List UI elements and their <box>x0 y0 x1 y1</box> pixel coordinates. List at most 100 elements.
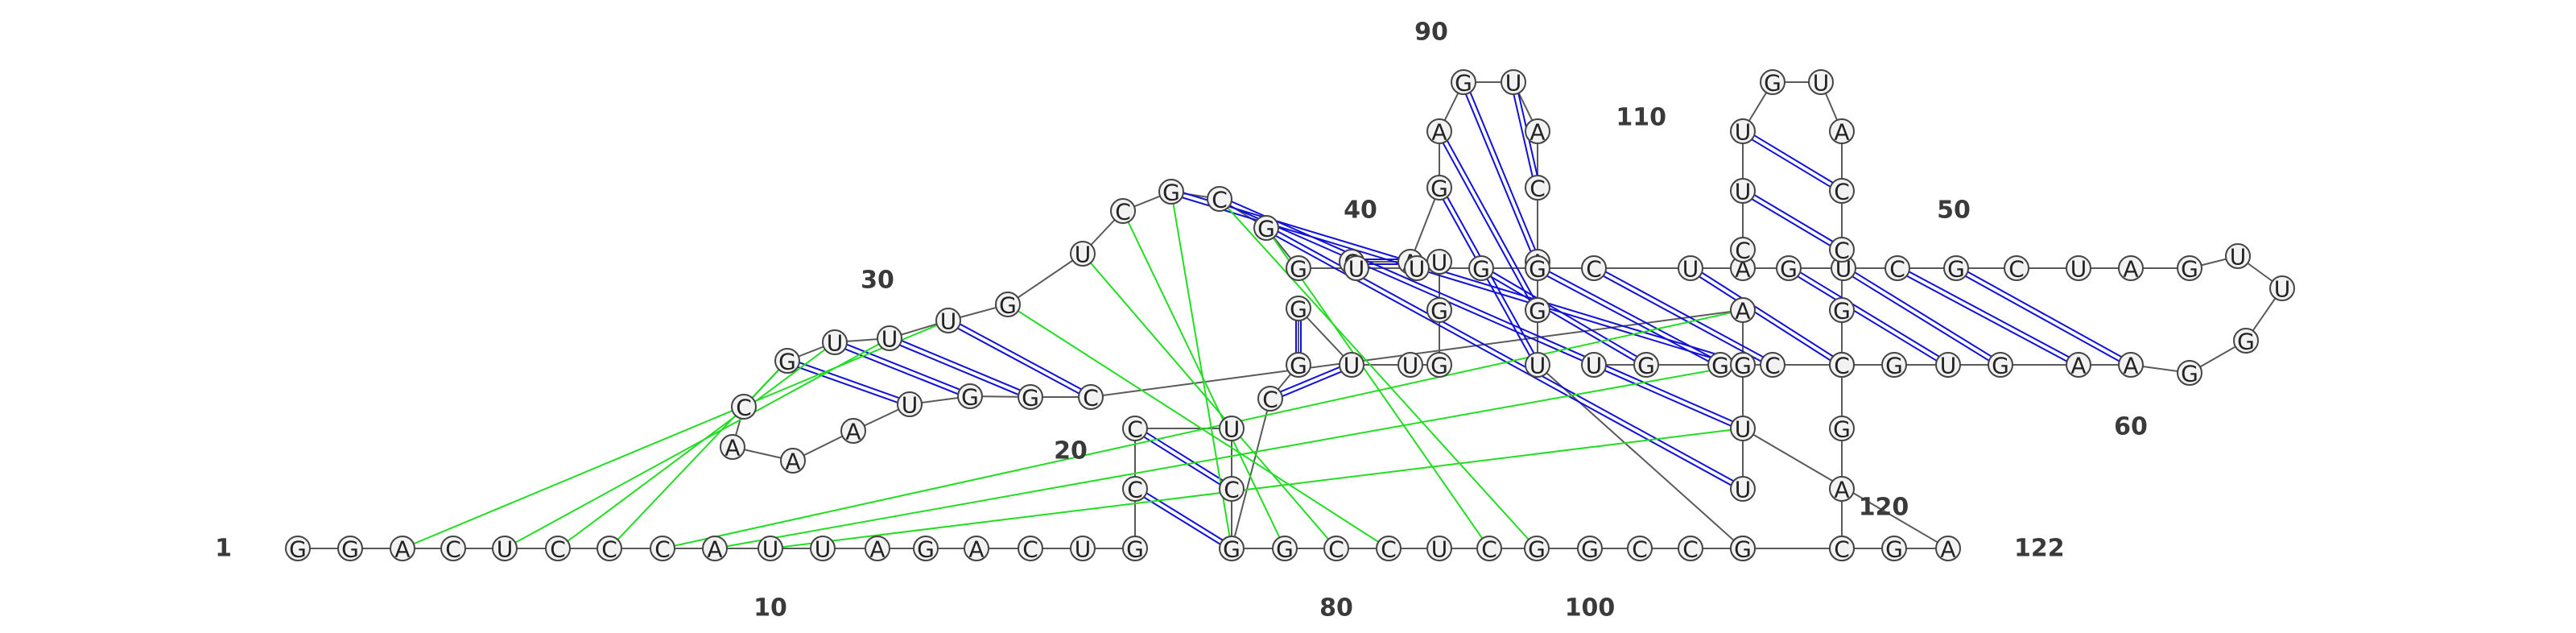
nucleotide-letter: G <box>1992 353 2009 379</box>
nucleotide-circle <box>702 536 728 561</box>
nucleotide: G <box>2177 255 2202 283</box>
nucleotide-letter: A <box>1735 298 1750 325</box>
nucleotide-letter: G <box>1223 536 1241 563</box>
nucleotide-letter: C <box>1083 385 1099 412</box>
nucleotide-circle <box>1760 69 1785 95</box>
nucleotide-letter: A <box>1431 119 1447 146</box>
nucleotide-circle <box>897 391 923 417</box>
nucleotide-letter: G <box>1162 180 1180 206</box>
nucleotide-circle <box>1376 536 1402 561</box>
nucleotide: C <box>545 536 571 563</box>
nucleotide: U <box>758 536 783 563</box>
nucleotide-letter: U <box>1813 70 1830 97</box>
nucleotide-circle <box>1426 297 1452 323</box>
nucleotide: C <box>1257 386 1283 413</box>
nucleotide-circle <box>440 536 466 561</box>
nucleotide-letter: G <box>1529 298 1546 325</box>
nucleotide: U <box>822 329 848 357</box>
nucleotide: U <box>1935 352 1961 379</box>
nucleotide: A <box>1730 255 1756 283</box>
nucleotide: A <box>1730 297 1756 325</box>
nucleotide: U <box>1730 416 1756 443</box>
nucleotide-circle <box>1110 198 1136 224</box>
nucleotide-circle <box>1525 118 1550 144</box>
nucleotide-letter: A <box>2123 256 2138 283</box>
pseudoknot-line <box>1122 210 1286 549</box>
nucleotide-circle <box>1468 255 1494 281</box>
nucleotide-circle <box>1323 536 1349 561</box>
nucleotide-letter: A <box>707 536 722 563</box>
nucleotide-letter: G <box>1290 256 1307 283</box>
nucleotide-circle <box>1730 237 1756 263</box>
nucleotide-letter: C <box>1889 256 1905 283</box>
nucleotide-circle <box>1070 536 1096 561</box>
nucleotide-letter: U <box>1735 477 1752 503</box>
nucleotide-letter: A <box>2123 353 2138 379</box>
position-label: 110 <box>1616 104 1666 132</box>
base-pair-line <box>1464 81 1541 262</box>
base-pair-line <box>787 358 911 403</box>
nucleotide-letter: G <box>1126 536 1144 563</box>
nucleotide: G <box>1158 179 1184 206</box>
nucleotide-circle <box>1730 476 1756 502</box>
nucleotide-circle <box>1525 352 1550 378</box>
nucleotide-letter: U <box>902 392 919 419</box>
base-pair-line <box>1269 362 1352 398</box>
nucleotide-letter: C <box>1328 536 1344 563</box>
base-pair-line <box>1740 192 1841 253</box>
nucleotide-circle <box>1122 536 1148 561</box>
nucleotide-circle <box>1730 536 1756 561</box>
nucleotide: U <box>1678 255 1703 283</box>
nucleotide-circle <box>1627 536 1653 561</box>
nucleotide: G <box>1760 69 1785 97</box>
nucleotide-letter: G <box>1430 353 1448 379</box>
nucleotide: G <box>1272 536 1298 563</box>
base-pair-line <box>1270 366 1353 402</box>
nucleotide-circle <box>1730 352 1756 378</box>
pseudoknot-line <box>1007 304 1389 549</box>
nucleotide: U <box>1070 241 1096 268</box>
nucleotide-circle <box>2004 255 2029 281</box>
base-pair-line <box>1786 269 1947 368</box>
base-pair-line <box>835 339 972 395</box>
nucleotide: G <box>1468 255 1494 283</box>
nucleotide-letter: U <box>1224 416 1241 443</box>
nucleotide-letter: U <box>762 536 779 563</box>
nucleotide-circle <box>720 434 745 460</box>
nucleotide-circle <box>957 383 983 409</box>
base-pair-line <box>1460 82 1537 263</box>
nucleotide: G <box>1633 352 1659 379</box>
nucleotide-letter: C <box>1834 536 1850 563</box>
nucleotide: G <box>285 536 311 563</box>
nucleotide-circle <box>337 536 363 561</box>
nucleotide-letter: A <box>785 449 800 475</box>
nucleotide-letter: A <box>869 536 885 563</box>
base-pair-line <box>1790 265 1951 364</box>
nucleotide-letter: U <box>1075 242 1092 268</box>
nucleotide-circle <box>285 536 311 561</box>
nucleotide-letter: G <box>917 536 935 563</box>
nucleotide-circle <box>2225 243 2251 269</box>
nucleotide-letter: C <box>736 395 752 421</box>
nucleotide: G <box>1426 297 1452 325</box>
base-pair-line <box>1482 265 1649 364</box>
nucleotide-letter: C <box>1834 179 1850 205</box>
nucleotide-letter: G <box>1528 536 1546 563</box>
base-pair-line <box>1740 132 1841 194</box>
nucleotide: C <box>1078 384 1104 412</box>
nucleotide-letter: G <box>1290 353 1307 379</box>
nucleotide: U <box>1730 118 1756 146</box>
nucleotide-circle <box>1426 175 1452 201</box>
nucleotide-letter: G <box>1947 256 1965 283</box>
nucleotide-circle <box>810 536 836 561</box>
nucleotide: C <box>1627 536 1653 563</box>
nucleotide-circle <box>2066 255 2091 281</box>
nucleotide-circle <box>1122 476 1148 502</box>
position-label: 120 <box>1859 494 1909 522</box>
nucleotide-circle <box>1730 416 1756 441</box>
nucleotide-letter: C <box>1262 387 1278 413</box>
nucleotide-circle <box>1829 536 1855 561</box>
nucleotide-letter: U <box>1940 353 1957 379</box>
nucleotide: C <box>1829 178 1855 205</box>
